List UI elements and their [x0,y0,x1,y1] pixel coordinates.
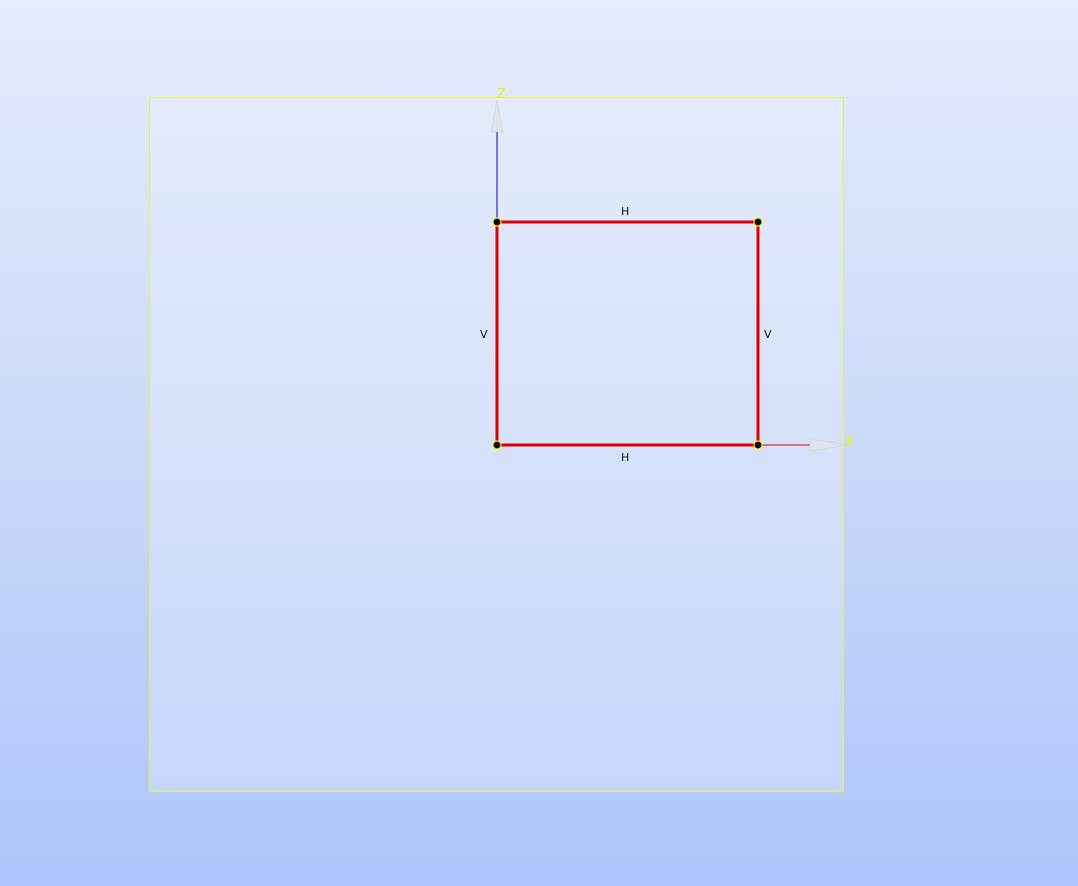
constraint-top-horizontal[interactable]: H [621,205,629,218]
vertex-bottom-right[interactable] [753,440,763,450]
z-axis: Z [490,87,506,222]
z-axis-arrowhead [490,99,504,133]
x-axis: X [758,435,854,452]
constraint-bottom-horizontal[interactable]: H [621,451,629,464]
constraint-labels: H H V V [480,205,772,464]
sketch-rectangle[interactable] [495,220,760,447]
sketch-vertices[interactable] [492,217,763,450]
vertex-bottom-left[interactable] [492,440,502,450]
vertex-top-right[interactable] [753,217,763,227]
constraint-left-vertical[interactable]: V [480,328,488,341]
x-axis-label: X [845,435,854,450]
constraint-right-vertical[interactable]: V [764,328,772,341]
vertex-top-left[interactable] [492,217,502,227]
x-axis-arrowhead [809,438,849,452]
z-axis-label: Z [497,87,506,102]
